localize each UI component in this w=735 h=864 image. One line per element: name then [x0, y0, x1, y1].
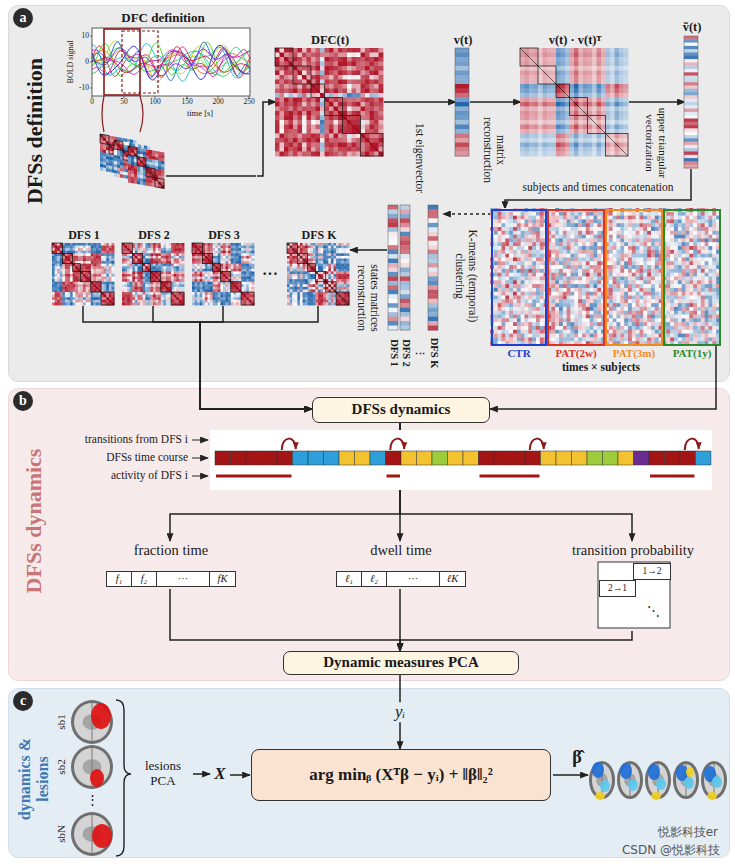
figure-stage: aDFSs definitionDFC definitionDFC(t)v(t)…	[0, 0, 735, 864]
